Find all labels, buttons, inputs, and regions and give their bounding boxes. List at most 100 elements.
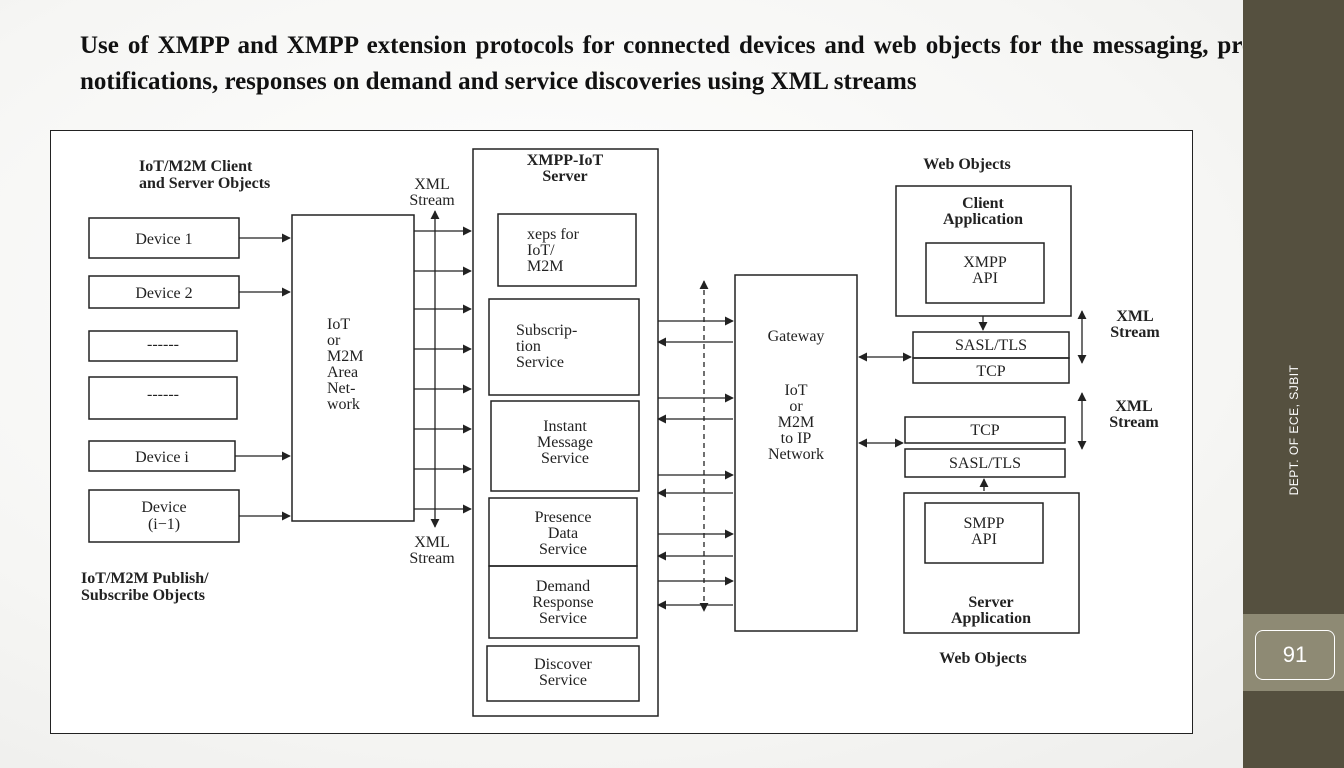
tcp-bottom-box: TCP: [904, 416, 1066, 444]
text-line: IoT: [784, 382, 807, 399]
text-line: to IP: [781, 430, 812, 447]
text-line: ------: [147, 386, 179, 403]
text-line: M2M: [327, 348, 363, 365]
sasl-tls-bottom-box: SASL/TLS: [904, 448, 1066, 478]
text-line: Web Objects: [923, 156, 1011, 173]
text-line: Application: [951, 610, 1031, 627]
device-i-label: Device i: [135, 449, 189, 466]
gateway-label: Gateway: [768, 328, 825, 345]
text-line: XML: [414, 534, 450, 551]
text-line: XML: [1116, 308, 1153, 325]
device-1-box: Device 1: [88, 217, 240, 259]
text-line: Discover: [534, 656, 592, 673]
text-line: Server: [542, 168, 587, 185]
text-line: API: [972, 270, 998, 287]
web-objects-top-label: Web Objects: [923, 156, 1011, 173]
sasl-tls-top-box: SASL/TLS: [912, 331, 1070, 359]
text-line: IoT/M2M Publish/: [81, 570, 209, 587]
text-line: Net-: [327, 380, 355, 397]
text-line: Service: [539, 610, 587, 627]
sidebar-label-area: DEPT. OF ECE, SJBIT: [1243, 355, 1344, 505]
text-line: Demand: [536, 578, 590, 595]
text-line: Response: [532, 594, 593, 611]
text-line: Instant: [543, 418, 587, 435]
device-ellipsis-2: ------: [88, 376, 238, 420]
publish-subscribe-heading: IoT/M2M Publish/Subscribe Objects: [81, 570, 209, 604]
tcp-top-box: TCP: [912, 357, 1070, 384]
slide-title: Use of XMPP and XMPP extension protocols…: [80, 32, 1310, 95]
text-line: TCP: [970, 422, 999, 439]
device-2-label: Device 2: [135, 285, 192, 302]
text-line: Device: [141, 499, 186, 516]
sasl-tls-bottom-label: SASL/TLS: [949, 455, 1021, 472]
text-line: Device 2: [135, 285, 192, 302]
server-gateway-arrows: [657, 316, 734, 610]
tcp-bottom-label: TCP: [970, 422, 999, 439]
ellipsis-1-label: ------: [147, 336, 179, 353]
text-line: IoT/: [527, 242, 555, 259]
text-line: Stream: [409, 192, 455, 209]
text-line: API: [971, 531, 997, 548]
text-line: M2M: [527, 258, 563, 275]
tcp-top-label: TCP: [976, 363, 1005, 380]
text-line: Service: [539, 541, 587, 558]
text-line: SMPP: [964, 515, 1005, 532]
text-line: Network: [768, 446, 824, 463]
device-ellipsis-1: ------: [88, 330, 238, 362]
text-line: XML: [1115, 398, 1152, 415]
text-line: M2M: [778, 414, 814, 431]
text-line: Stream: [1110, 324, 1160, 341]
text-line: SASL/TLS: [949, 455, 1021, 472]
device-i-minus-1-label: Device(i−1): [141, 499, 186, 533]
text-line: Service: [539, 672, 587, 689]
text-line: XML: [414, 176, 450, 193]
text-line: xeps for: [527, 226, 580, 243]
text-line: Web Objects: [939, 650, 1027, 667]
text-line: Service: [516, 354, 564, 371]
text-line: IoT/M2M Client: [139, 158, 253, 175]
text-line: Stream: [409, 550, 455, 567]
text-line: Server: [968, 594, 1013, 611]
device-2-box: Device 2: [88, 275, 240, 309]
text-line: IoT: [327, 316, 350, 333]
text-line: TCP: [976, 363, 1005, 380]
text-line: XMPP-IoT: [527, 152, 604, 169]
web-objects-bottom-label: Web Objects: [939, 650, 1027, 667]
text-line: tion: [516, 338, 541, 355]
text-line: Area: [327, 364, 358, 381]
text-line: Gateway: [768, 328, 825, 345]
device-1-label: Device 1: [135, 231, 192, 248]
text-line: and Server Objects: [139, 175, 270, 192]
text-line: work: [327, 396, 360, 413]
department-label: DEPT. OF ECE, SJBIT: [1286, 364, 1301, 496]
text-line: Data: [548, 525, 578, 542]
text-line: Service: [541, 450, 589, 467]
